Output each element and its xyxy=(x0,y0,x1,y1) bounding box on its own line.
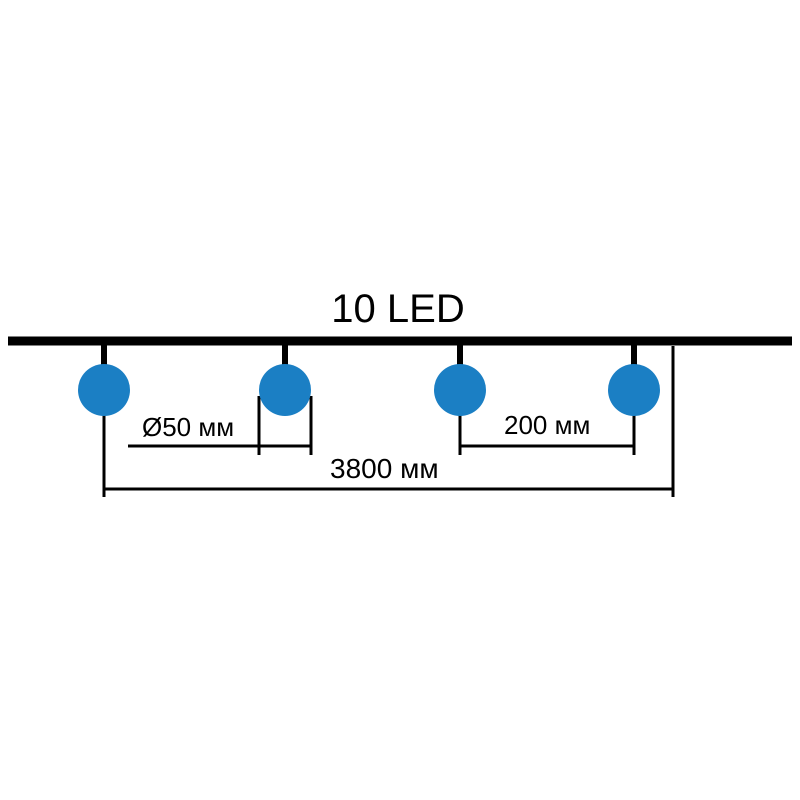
led-bulb-3 xyxy=(434,364,486,416)
led-bulb-4 xyxy=(608,364,660,416)
extension-lines-group xyxy=(102,346,675,497)
dimension-lines-group: Ø50 мм 200 мм 3800 мм xyxy=(104,410,673,491)
led-bulbs-group xyxy=(78,364,660,416)
led-bulb-1 xyxy=(78,364,130,416)
led-bulb-2 xyxy=(259,364,311,416)
dimension-label-spacing: 200 мм xyxy=(504,410,590,440)
page-title: 10 LED xyxy=(331,287,464,331)
dimension-label-diameter: Ø50 мм xyxy=(142,412,234,442)
dimension-label-total-length: 3800 мм xyxy=(330,453,439,484)
